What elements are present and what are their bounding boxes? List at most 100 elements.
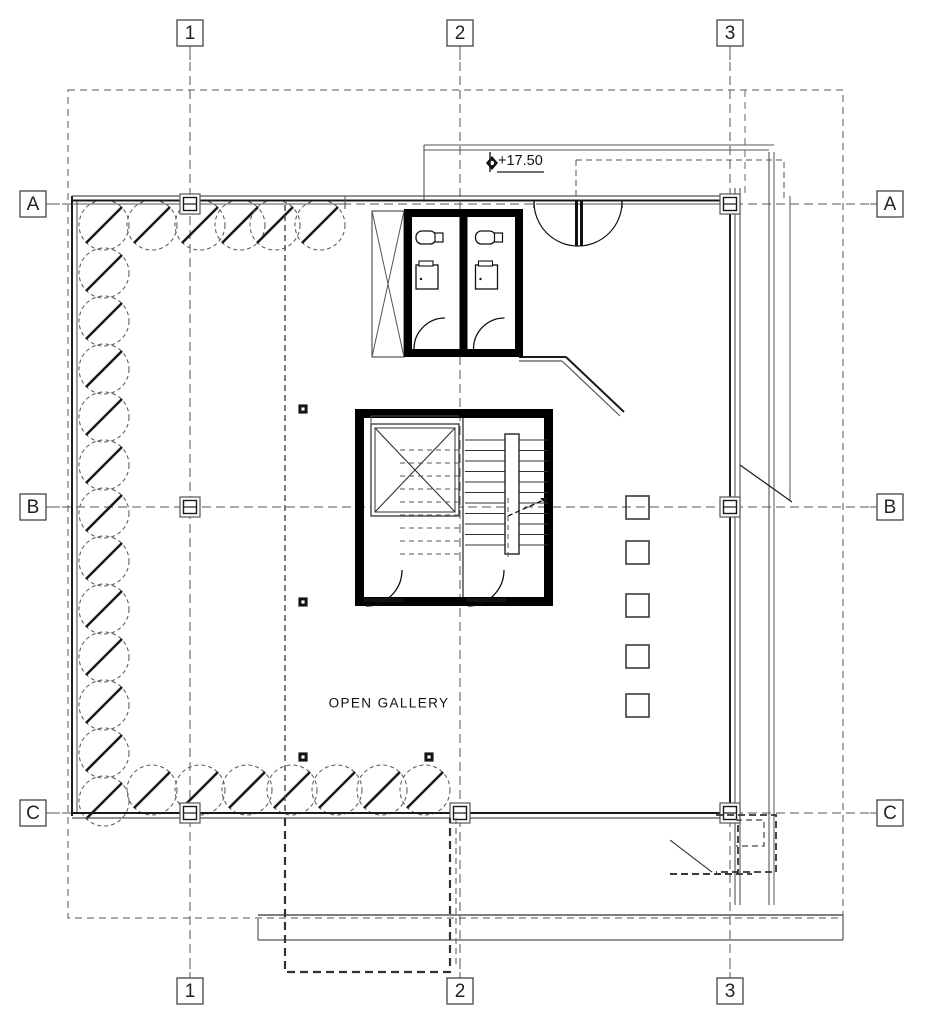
planting-north-4 [294, 199, 346, 251]
planting-south-0-bar [133, 771, 171, 809]
entrance-door-leaf-left [575, 200, 578, 246]
grid-bubble-right-A-label: A [884, 194, 897, 215]
planting-west-10 [78, 679, 130, 731]
planting-north-3 [249, 199, 301, 251]
grid-bubble-top-3-label: 3 [725, 23, 736, 44]
planting-south-1 [174, 764, 226, 816]
se-step-diagonal [669, 839, 713, 873]
core-door-arc-left [365, 569, 403, 607]
wc-wall-right [515, 209, 523, 357]
roof-square-1 [625, 540, 650, 565]
planting-west-1 [78, 247, 130, 299]
core-stair-elevator [355, 409, 553, 607]
planting-west-6-bar [85, 494, 123, 532]
planting-north-1-bar [181, 206, 219, 244]
planting-north-2-bar [221, 206, 259, 244]
entrance-overhead-dashed [576, 159, 785, 200]
roof-square-0 [625, 495, 650, 520]
washbasin-drain-0 [419, 277, 423, 281]
elevator-x2 [374, 427, 456, 513]
wc-wall-partition [459, 209, 468, 357]
washbasin-drain-1 [479, 277, 482, 281]
outer-site-boundary [67, 89, 844, 919]
planting-north-3-bar [256, 206, 294, 244]
planting-west-9-bar [85, 638, 123, 676]
grid-bubble-top-2-label: 2 [455, 23, 466, 44]
planting-south-0 [126, 764, 178, 816]
planting-row [78, 199, 451, 827]
planting-west-2-bar [85, 302, 123, 340]
planting-west-5 [78, 439, 130, 491]
entrance-door-arc-left [533, 201, 579, 247]
planting-south-4-bar [318, 771, 356, 809]
planting-south-6-bar [406, 771, 444, 809]
roof-square-3 [625, 644, 650, 669]
core-wall-left [355, 409, 364, 606]
shaft-x2 [371, 210, 405, 358]
grid-bubble-top-2-box [446, 19, 474, 47]
planting-west-8 [78, 583, 130, 635]
planting-west-11-bar [85, 734, 123, 772]
planting-north-4-bar [301, 206, 339, 244]
roof-square-2 [625, 593, 650, 618]
planting-north-2 [214, 199, 266, 251]
grid-bubble-left-B-label: B [27, 497, 40, 518]
basement-outline-dashed [283, 818, 452, 974]
planting-north-0-bar [133, 206, 171, 244]
planting-west-2 [78, 295, 130, 347]
ramp-diagonal [565, 356, 625, 413]
planting-west-7 [78, 535, 130, 587]
planting-west-0-bar [85, 206, 123, 244]
planting-west-1-bar [85, 254, 123, 292]
toilet-0 [415, 230, 437, 245]
grid-bubble-bottom-3-label: 3 [725, 981, 736, 1002]
stair-landing-wall [504, 433, 520, 555]
core-door-arc-right [467, 569, 505, 607]
entrance-door-arc-right [577, 201, 623, 247]
elevator-car [374, 427, 456, 513]
toilet-tank-0 [434, 232, 444, 243]
grid-bubble-left-C-label: C [26, 803, 40, 824]
wc-door-arc-1 [472, 317, 505, 350]
room-label-open-gallery: OPEN GALLERY [329, 696, 450, 711]
stair-direction-line [507, 497, 549, 517]
core-wall-right [544, 409, 553, 606]
core-door-leaf-right [466, 598, 506, 602]
grid-bubble-right-C-label: C [883, 803, 897, 824]
planting-south-5 [356, 764, 408, 816]
planting-west-6 [78, 487, 130, 539]
floor-column-center-2 [301, 755, 305, 759]
grid-bubble-bottom-1-box [176, 977, 204, 1005]
toilet-1 [474, 230, 497, 245]
roof-square-4 [625, 693, 650, 718]
grid-bubble-right-B-box [876, 493, 904, 521]
grid-bubble-bottom-2-label: 2 [455, 981, 466, 1002]
floor-column-center-3 [427, 755, 431, 759]
planting-south-3 [266, 764, 318, 816]
planting-west-8-bar [85, 590, 123, 628]
stair-direction-arrow [540, 498, 548, 503]
grid-bubble-left-A-label: A [27, 194, 40, 215]
east-wall-diagonal [739, 464, 793, 503]
washbasin-0 [415, 264, 439, 290]
elevation-label: +17.50 [498, 153, 543, 169]
planting-west-3 [78, 343, 130, 395]
grid-bubble-top-1-box [176, 19, 204, 47]
level-marker-dot [489, 160, 495, 166]
grid-bubble-bottom-1-label: 1 [185, 981, 196, 1002]
misc-dashed-elements [283, 90, 777, 974]
se-step-dashed-4 [736, 819, 765, 847]
planting-west-3-bar [85, 350, 123, 388]
grid-bubble-right-C-box [876, 799, 904, 827]
columns [179, 193, 741, 824]
planting-north-0 [126, 199, 178, 251]
washbasin-back-0 [418, 260, 434, 267]
planting-west-9 [78, 631, 130, 683]
planting-south-1-bar [181, 771, 219, 809]
toilet-tank-1 [493, 232, 504, 243]
planting-west-4-bar [85, 398, 123, 436]
toilet-block [371, 159, 785, 358]
core-wall-top [355, 409, 553, 418]
